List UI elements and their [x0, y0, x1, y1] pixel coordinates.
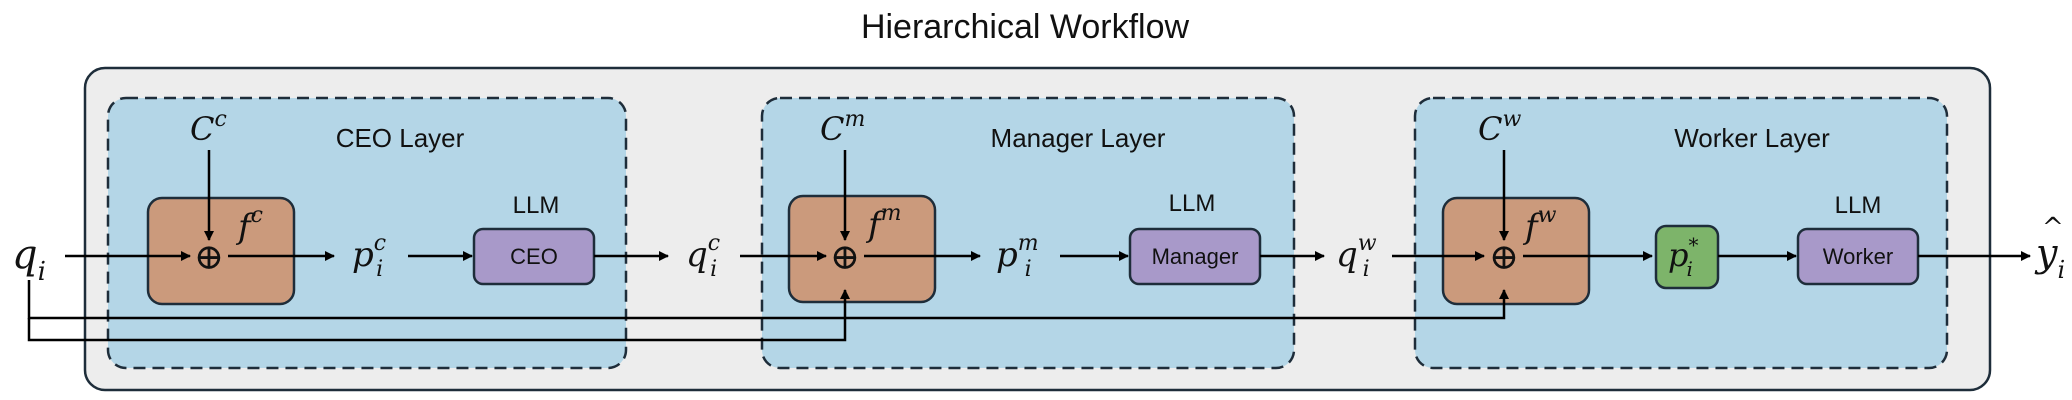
ceo-llm-box-label: CEO: [510, 244, 558, 269]
manager-llm-label: LLM: [1169, 190, 1216, 217]
ceo-layer-label: CEO Layer: [336, 123, 465, 153]
worker-optimal-prompt-label: p*i: [1668, 233, 1698, 281]
manager-fusion-box: [787, 194, 937, 304]
worker-context-label: Cw: [1478, 107, 1521, 148]
worker-llm-box-label: Worker: [1823, 244, 1894, 269]
ceo-llm-label: LLM: [513, 192, 560, 219]
worker-fusion-box: [1441, 196, 1591, 306]
manager-plus-operator: ⊕: [830, 237, 860, 278]
manager-context-label: Cm: [820, 107, 865, 148]
worker-llm-label: LLM: [1835, 192, 1882, 219]
ceo-fusion-box: [146, 196, 296, 306]
manager-layer-label: Manager Layer: [991, 123, 1166, 153]
ceo-context-label: Cc: [190, 107, 227, 148]
input-query-label: qi: [12, 232, 46, 287]
worker-layer-label: Worker Layer: [1674, 123, 1830, 153]
ceo-plus-operator: ⊕: [194, 237, 224, 278]
input-skip-to-worker-fusion: [27, 280, 1509, 320]
diagram-title: Hierarchical Workflow: [861, 8, 1190, 46]
worker-plus-operator: ⊕: [1489, 237, 1519, 278]
manager-llm-box-label: Manager: [1152, 244, 1239, 269]
output-label: yi: [2034, 231, 2065, 284]
input-skip-to-manager-fusion: [27, 289, 850, 342]
output-hat: ^: [2042, 213, 2064, 243]
